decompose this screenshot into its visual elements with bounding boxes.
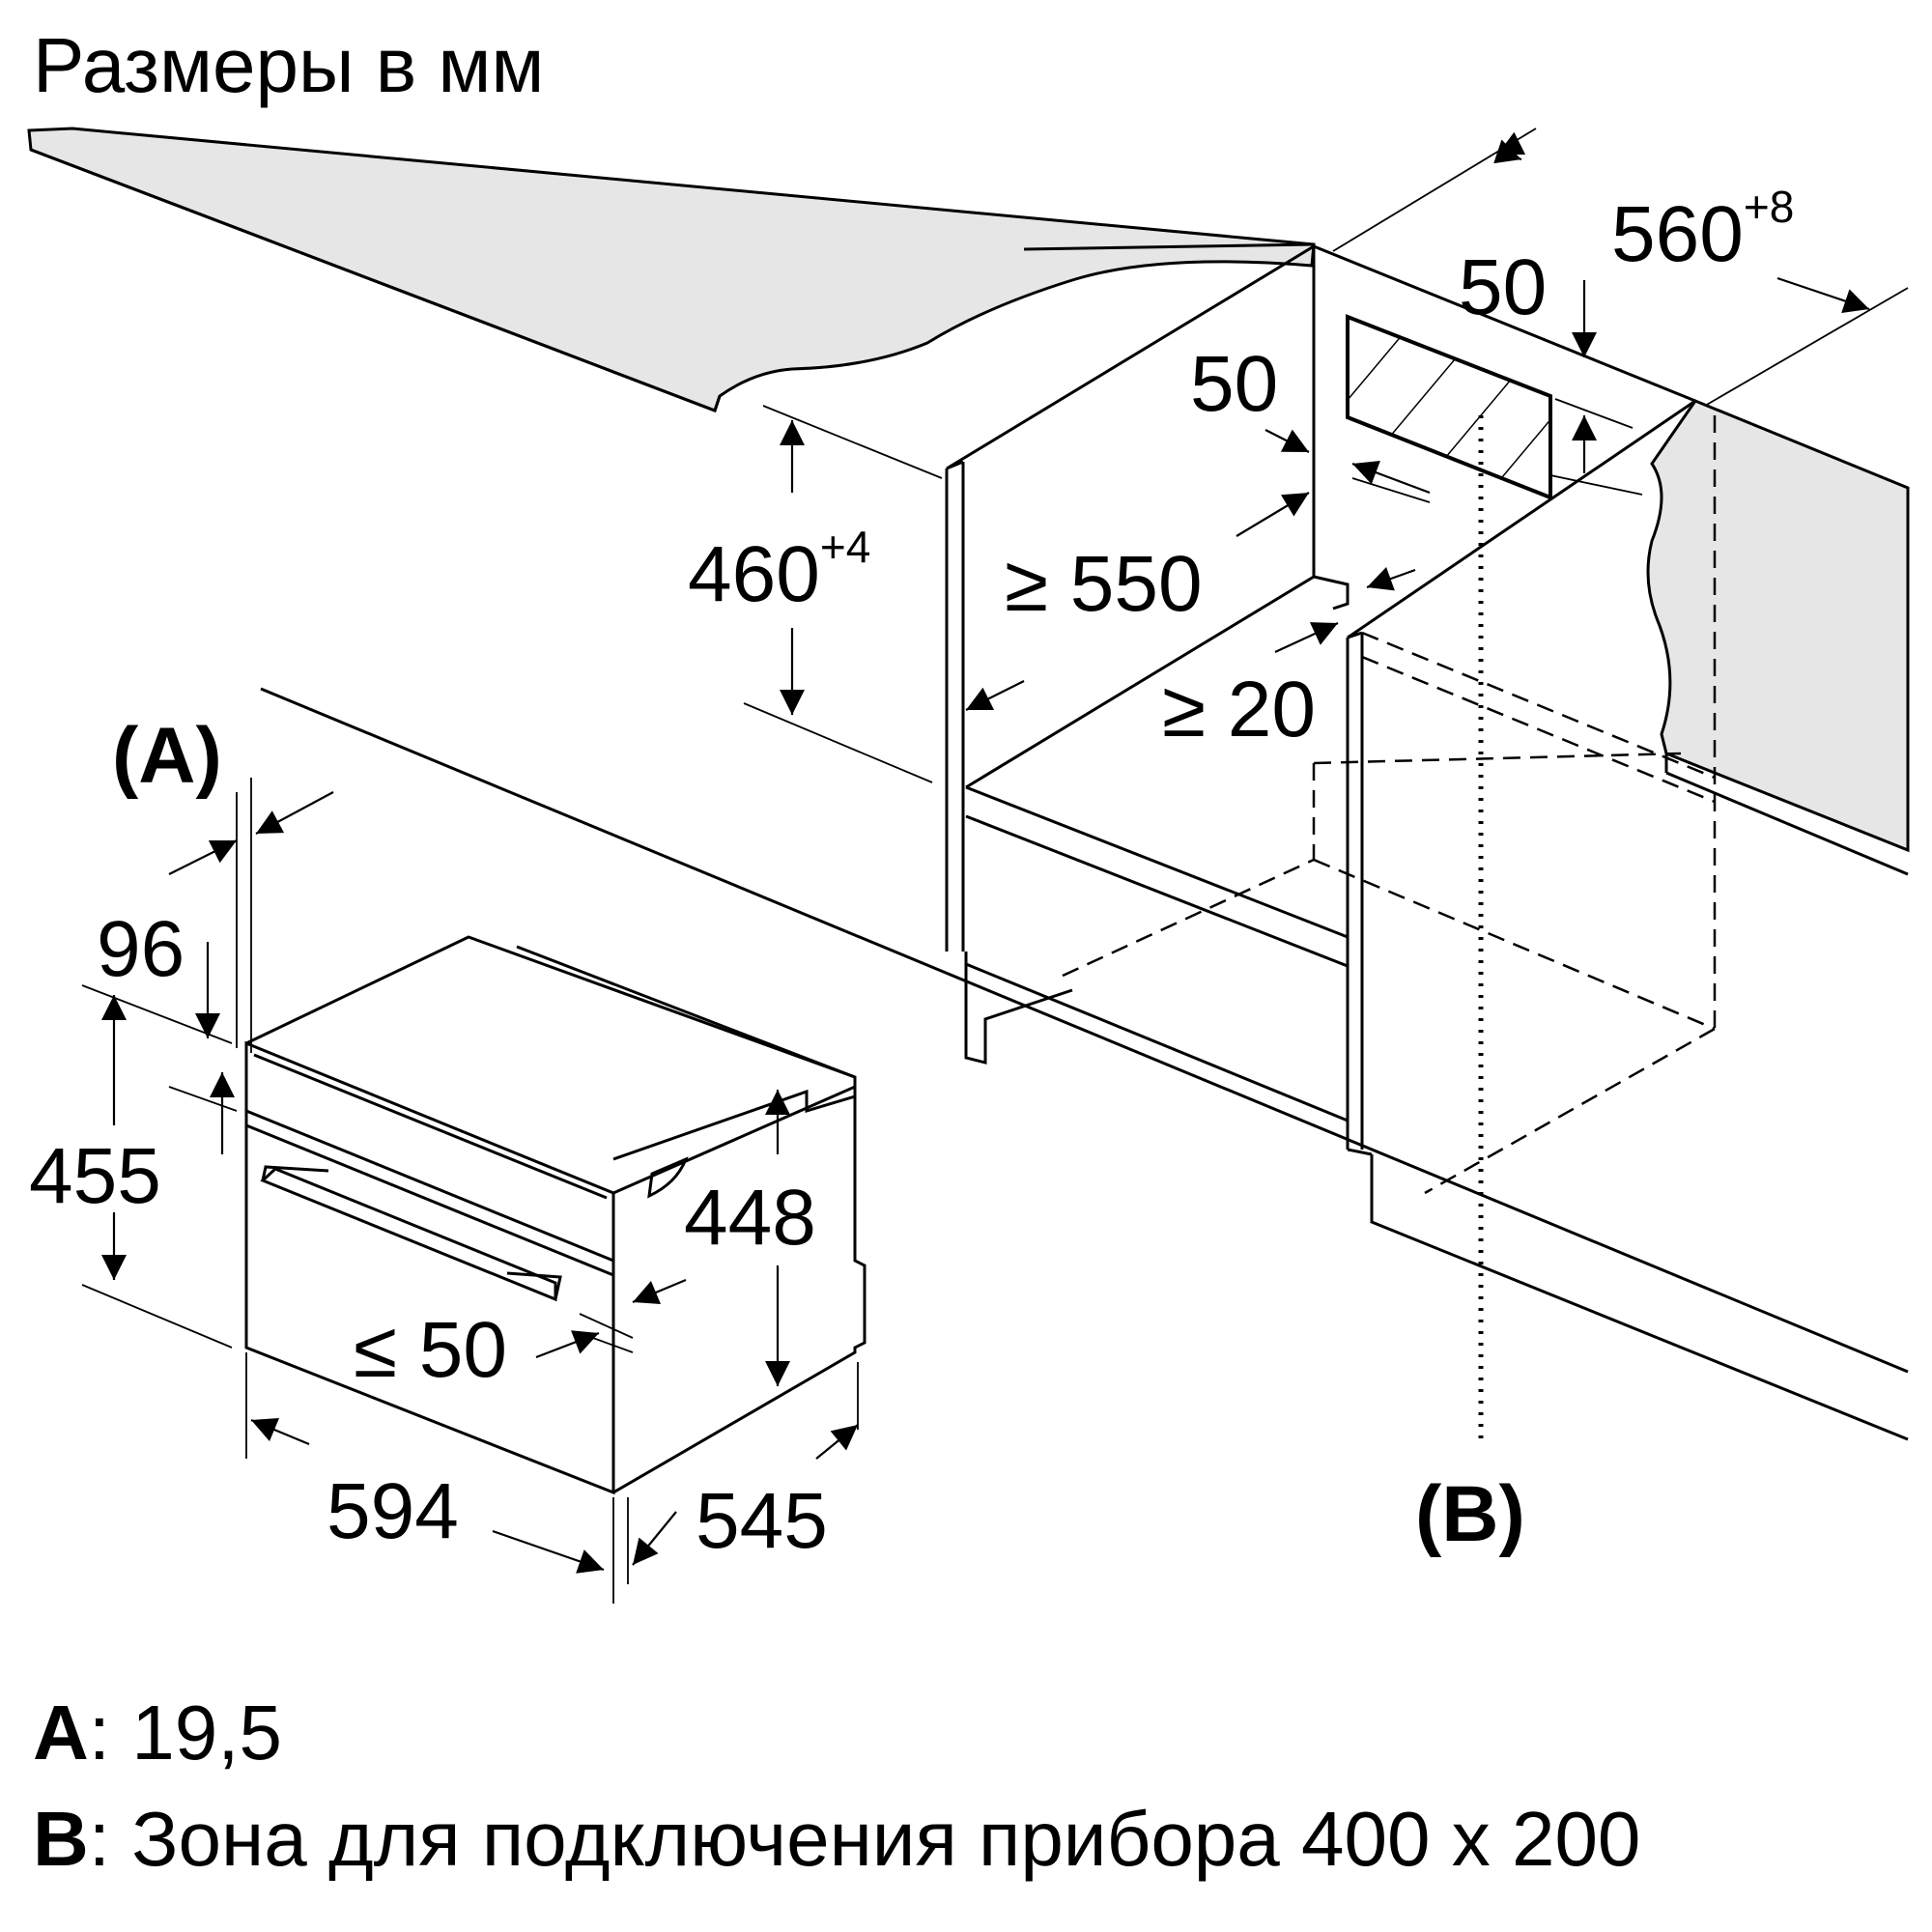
- dimension-arrows: [101, 131, 1870, 1574]
- legend-item-b: B: Зона для подключения прибора 400 x 20…: [33, 1795, 1640, 1884]
- dim-96: 96: [97, 905, 185, 993]
- dim-560: 560+8: [1611, 182, 1794, 278]
- legend-key-b: B: [33, 1796, 89, 1882]
- marker-a: (A): [112, 712, 222, 800]
- dim-460: 460+4: [688, 522, 870, 618]
- dim-545: 545: [696, 1477, 828, 1565]
- legend-text-a: : 19,5: [88, 1690, 282, 1776]
- worktop-right: [1646, 399, 1910, 876]
- dim-448: 448: [684, 1174, 816, 1262]
- dim-550: ≥ 550: [1005, 540, 1203, 628]
- legend-item-a: A: 19,5: [33, 1689, 282, 1777]
- dim-455: 455: [29, 1132, 161, 1220]
- worktop-left: [27, 127, 1316, 412]
- legend-key-a: A: [33, 1690, 89, 1776]
- hidden-edges: [1062, 415, 1717, 1195]
- dim-50-door: ≤ 50: [354, 1306, 507, 1394]
- legend-text-b: : Зона для подключения прибора 400 x 200: [88, 1796, 1641, 1882]
- cabinet: [260, 243, 1909, 1441]
- marker-b: (B): [1415, 1470, 1525, 1558]
- dimension-labels: 560+8 50 50 460+4 ≥ 550 ≥ 20 96 455 448 …: [29, 182, 1794, 1565]
- appliance: [244, 935, 867, 1495]
- dim-594: 594: [327, 1467, 459, 1555]
- connection-zone: [1346, 314, 1552, 1444]
- dim-20: ≥ 20: [1162, 666, 1316, 753]
- dim-50-side: 50: [1190, 340, 1278, 428]
- page-title: Размеры в мм: [33, 22, 545, 108]
- dim-50-top: 50: [1459, 243, 1547, 331]
